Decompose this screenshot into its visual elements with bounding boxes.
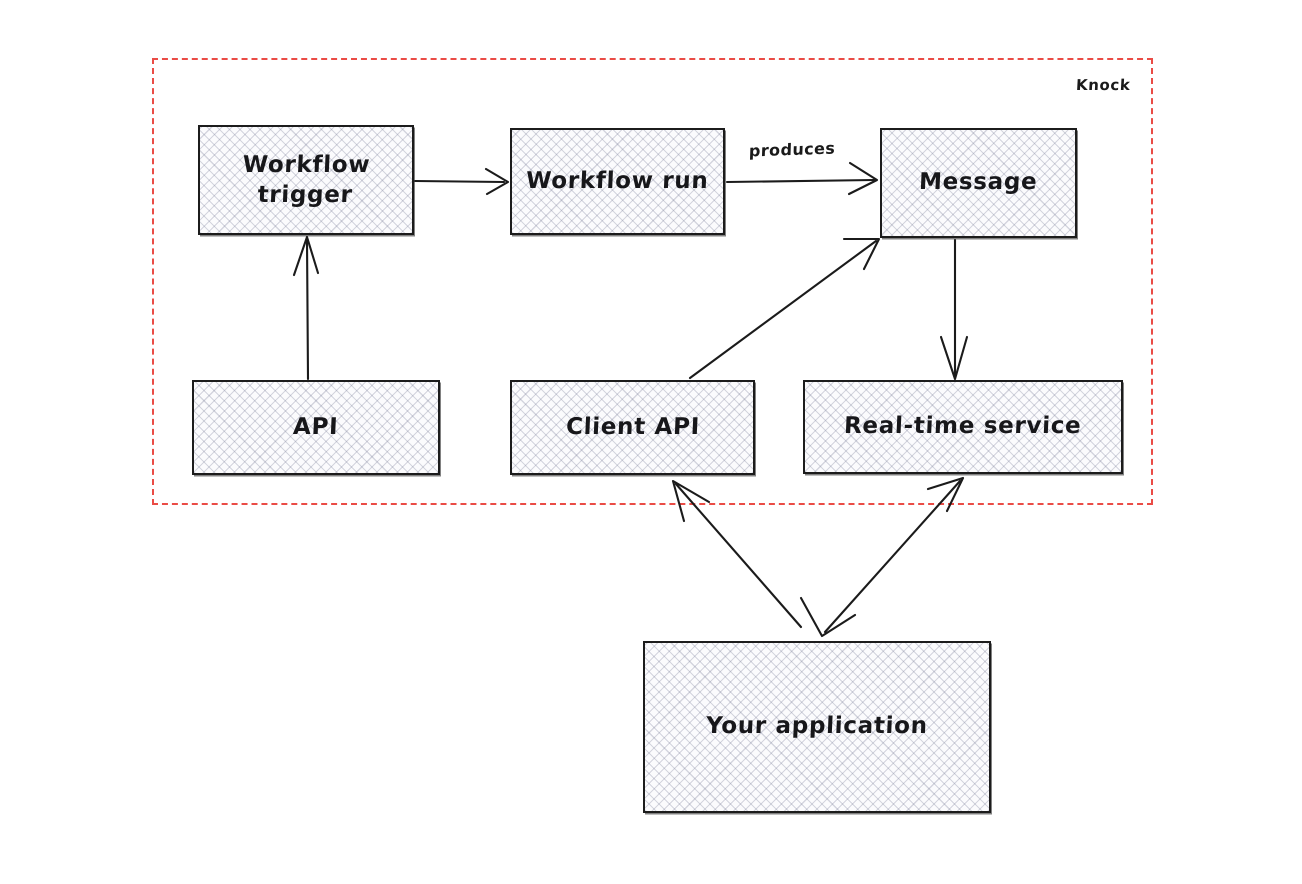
edge-app-to-client-api — [671, 479, 803, 629]
edge-label-produces: produces — [748, 138, 836, 161]
node-client-api-label: Client API — [565, 413, 701, 440]
node-workflow-run-label: Workflow run — [525, 167, 710, 194]
node-workflow-run[interactable]: Workflow run — [510, 128, 725, 235]
edge-message-to-realtime — [939, 238, 969, 381]
node-client-api[interactable]: Client API — [510, 380, 755, 475]
node-workflow-trigger-label: Workflow trigger — [242, 151, 372, 208]
edge-client-api-to-message — [688, 237, 881, 380]
edge-app-realtime-bidirectional — [799, 476, 965, 638]
edge-trigger-to-run — [413, 167, 510, 196]
node-real-time-service-label: Real-time service — [843, 413, 1083, 440]
node-message-label: Message — [918, 169, 1039, 196]
node-message[interactable]: Message — [880, 128, 1077, 238]
node-real-time-service[interactable]: Real-time service — [803, 380, 1123, 474]
node-workflow-trigger[interactable]: Workflow trigger — [198, 125, 414, 235]
edge-run-to-message — [725, 161, 879, 196]
edge-api-to-trigger — [292, 235, 320, 381]
node-your-application-label: Your application — [705, 713, 929, 740]
node-api[interactable]: API — [192, 380, 440, 475]
node-api-label: API — [292, 413, 340, 440]
node-your-application[interactable]: Your application — [643, 641, 991, 813]
